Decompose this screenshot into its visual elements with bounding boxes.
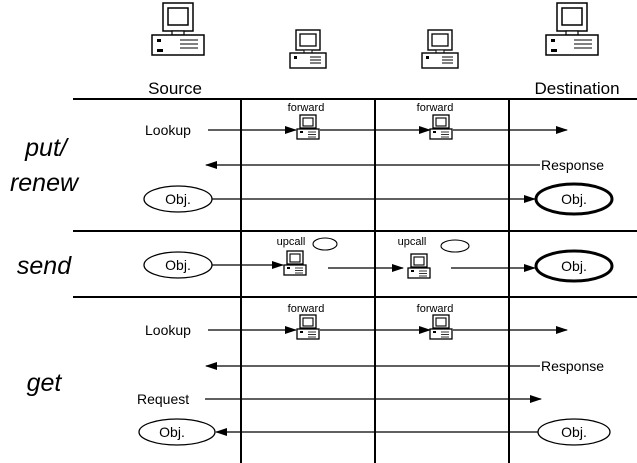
intermediate-computer-icon [289, 29, 327, 69]
destination-label: Destination [534, 79, 619, 98]
row-label-put: put/ [24, 134, 70, 162]
stored-object-label: Obj. [561, 258, 587, 274]
row-label-renew: renew [10, 169, 80, 197]
hop-computer-icon [429, 314, 453, 340]
row-label-get: get [27, 369, 63, 397]
request-label: Request [137, 391, 189, 407]
upcall-label: upcall [398, 236, 427, 248]
forward-label: forward [288, 102, 325, 114]
hop-computer-icon [296, 314, 320, 340]
destination-computer-icon [545, 2, 599, 56]
stored-object-cloud-icon [534, 182, 614, 216]
upcall-cloud-icon [312, 237, 338, 251]
upcall-label: upcall [277, 236, 306, 248]
source-label: Source [148, 79, 202, 98]
response-label: Response [541, 358, 604, 374]
forward-label: forward [288, 303, 325, 315]
stored-object-label: Obj. [561, 191, 587, 207]
stored-object-cloud-icon [537, 418, 611, 446]
row-label-send: send [17, 252, 72, 280]
stored-object-cloud-icon [534, 249, 614, 283]
lookup-label: Lookup [145, 122, 191, 138]
forward-label: forward [417, 303, 454, 315]
hop-computer-icon [429, 114, 453, 140]
object-label: Obj. [165, 257, 191, 273]
response-label: Response [541, 157, 604, 173]
stored-object-label: Obj. [561, 424, 587, 440]
source-computer-icon [151, 2, 205, 56]
hop-computer-icon [407, 253, 431, 279]
upcall-cloud-icon [440, 239, 470, 253]
object-label: Obj. [159, 424, 185, 440]
intermediate-computer-icon [421, 29, 459, 69]
lookup-label: Lookup [145, 322, 191, 338]
hop-computer-icon [296, 114, 320, 140]
hop-computer-icon [283, 250, 307, 276]
object-label: Obj. [165, 191, 191, 207]
forward-label: forward [417, 102, 454, 114]
